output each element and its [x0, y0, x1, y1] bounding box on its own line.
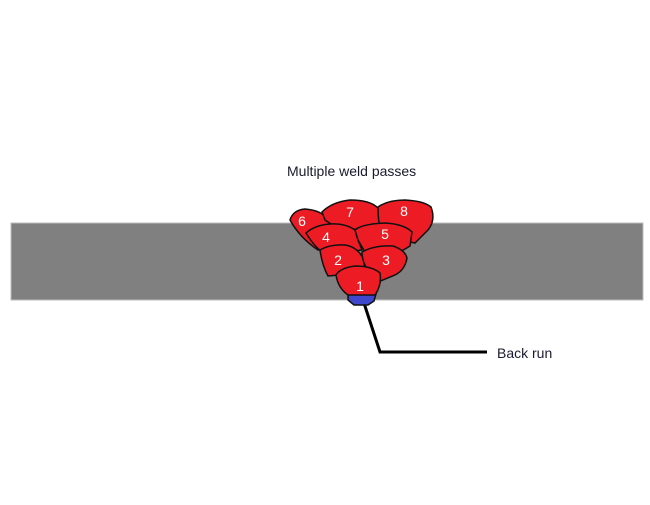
pass-number-6: 6 [298, 213, 306, 229]
pass-number-7: 7 [346, 204, 354, 220]
weld-pass-1 [335, 265, 382, 296]
diagram-title: Multiple weld passes [287, 163, 417, 179]
leader-line [360, 296, 487, 354]
pass-number-8: 8 [400, 203, 408, 219]
pass-number-1: 1 [356, 278, 364, 294]
pass-number-5: 5 [381, 226, 389, 242]
back-run-label: Back run [497, 345, 553, 361]
pass-number-4: 4 [322, 229, 330, 245]
pass-number-2: 2 [334, 252, 342, 268]
weld-pass-5 [354, 222, 413, 253]
pass-number-3: 3 [382, 252, 390, 268]
